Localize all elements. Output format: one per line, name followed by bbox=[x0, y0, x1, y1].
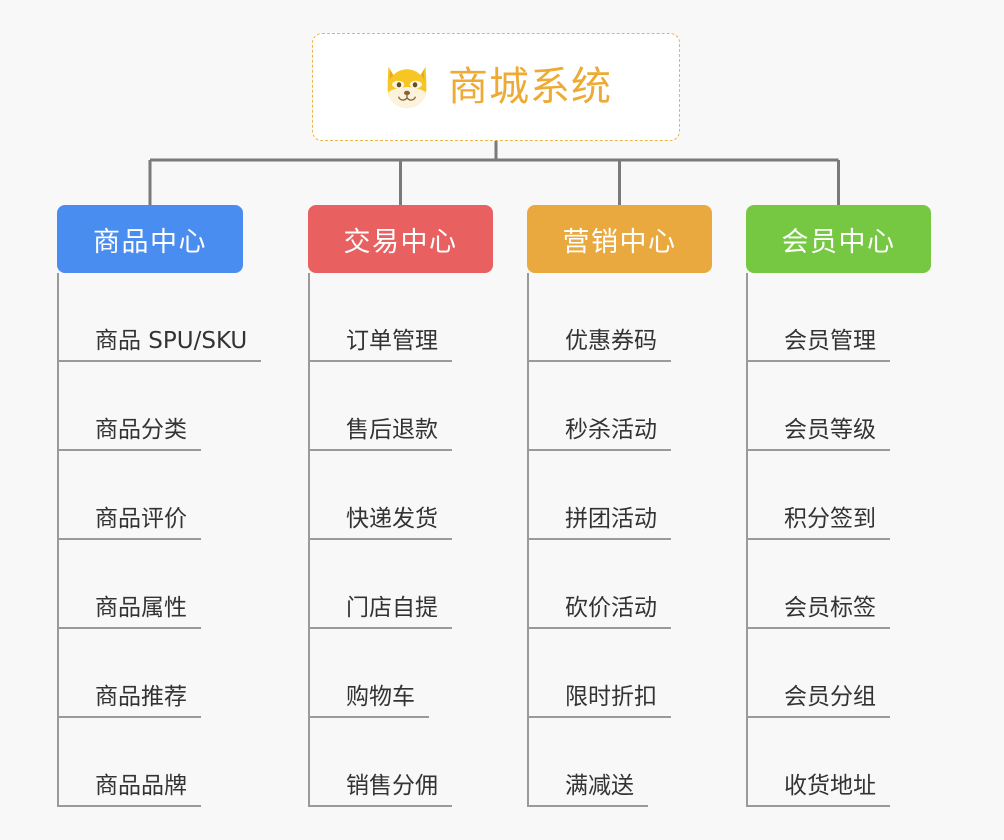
leaf-underline: 订单管理 bbox=[308, 327, 452, 362]
leaf-item[interactable]: 优惠券码 bbox=[527, 273, 712, 362]
leaf-list-trade-center: 订单管理售后退款快递发货门店自提购物车销售分佣 bbox=[308, 273, 493, 807]
leaf-label: 商品 SPU/SKU bbox=[95, 327, 248, 354]
leaf-underline: 会员管理 bbox=[746, 327, 890, 362]
leaf-label: 拼团活动 bbox=[565, 505, 657, 532]
leaf-label: 售后退款 bbox=[346, 416, 438, 443]
leaf-label: 销售分佣 bbox=[346, 772, 438, 799]
leaf-label: 门店自提 bbox=[346, 594, 438, 621]
leaf-underline: 商品评价 bbox=[57, 505, 201, 540]
branch-product-center: 商品中心商品 SPU/SKU 商品分类商品评价商品属性商品推荐商品品牌 bbox=[57, 205, 262, 807]
leaf-label: 快递发货 bbox=[346, 505, 438, 532]
leaf-label: 满减送 bbox=[565, 772, 634, 799]
branch-spine bbox=[527, 273, 529, 807]
branch-header-trade-center[interactable]: 交易中心 bbox=[308, 205, 493, 273]
leaf-label: 购物车 bbox=[346, 683, 415, 710]
leaf-item[interactable]: 售后退款 bbox=[308, 362, 493, 451]
leaf-underline: 商品分类 bbox=[57, 416, 201, 451]
leaf-label: 商品品牌 bbox=[95, 772, 187, 799]
leaf-label: 订单管理 bbox=[346, 327, 438, 354]
leaf-underline: 砍价活动 bbox=[527, 594, 671, 629]
branch-member-center: 会员中心会员管理会员等级积分签到会员标签会员分组收货地址 bbox=[746, 205, 931, 807]
leaf-item[interactable]: 销售分佣 bbox=[308, 718, 493, 807]
leaf-list-product-center: 商品 SPU/SKU 商品分类商品评价商品属性商品推荐商品品牌 bbox=[57, 273, 262, 807]
branch-header-marketing-center[interactable]: 营销中心 bbox=[527, 205, 712, 273]
leaf-label: 优惠券码 bbox=[565, 327, 657, 354]
leaf-item[interactable]: 限时折扣 bbox=[527, 629, 712, 718]
leaf-label: 积分签到 bbox=[784, 505, 876, 532]
leaf-item[interactable]: 会员标签 bbox=[746, 540, 931, 629]
leaf-label: 商品评价 bbox=[95, 505, 187, 532]
leaf-item[interactable]: 门店自提 bbox=[308, 540, 493, 629]
leaf-underline: 满减送 bbox=[527, 772, 648, 807]
leaf-item[interactable]: 购物车 bbox=[308, 629, 493, 718]
leaf-underline: 收货地址 bbox=[746, 772, 890, 807]
leaf-label: 会员标签 bbox=[784, 594, 876, 621]
leaf-item[interactable]: 商品 SPU/SKU bbox=[57, 273, 262, 362]
branch-spine bbox=[308, 273, 310, 807]
leaf-item[interactable]: 砍价活动 bbox=[527, 540, 712, 629]
leaf-underline: 限时折扣 bbox=[527, 683, 671, 718]
leaf-item[interactable]: 订单管理 bbox=[308, 273, 493, 362]
leaf-item[interactable]: 会员分组 bbox=[746, 629, 931, 718]
leaf-underline: 商品品牌 bbox=[57, 772, 201, 807]
leaf-underline: 销售分佣 bbox=[308, 772, 452, 807]
leaf-underline: 商品推荐 bbox=[57, 683, 201, 718]
leaf-item[interactable]: 商品品牌 bbox=[57, 718, 243, 807]
leaf-item[interactable]: 会员管理 bbox=[746, 273, 931, 362]
branch-header-label: 交易中心 bbox=[343, 226, 458, 258]
branch-trade-center: 交易中心订单管理售后退款快递发货门店自提购物车销售分佣 bbox=[308, 205, 493, 807]
leaf-item[interactable]: 商品推荐 bbox=[57, 629, 243, 718]
leaf-item[interactable]: 满减送 bbox=[527, 718, 712, 807]
root-node[interactable]: 商城系统 bbox=[312, 33, 680, 141]
leaf-label: 会员分组 bbox=[784, 683, 876, 710]
leaf-item[interactable]: 积分签到 bbox=[746, 451, 931, 540]
branch-header-label: 会员中心 bbox=[781, 226, 896, 258]
leaf-label: 商品推荐 bbox=[95, 683, 187, 710]
leaf-label: 会员管理 bbox=[784, 327, 876, 354]
leaf-label: 砍价活动 bbox=[565, 594, 657, 621]
leaf-label: 商品属性 bbox=[95, 594, 187, 621]
branch-header-member-center[interactable]: 会员中心 bbox=[746, 205, 931, 273]
leaf-underline: 会员等级 bbox=[746, 416, 890, 451]
branch-marketing-center: 营销中心优惠券码秒杀活动拼团活动砍价活动限时折扣满减送 bbox=[527, 205, 712, 807]
branch-header-product-center[interactable]: 商品中心 bbox=[57, 205, 243, 273]
branch-body-product-center: 商品 SPU/SKU 商品分类商品评价商品属性商品推荐商品品牌 bbox=[57, 273, 262, 807]
leaf-item[interactable]: 秒杀活动 bbox=[527, 362, 712, 451]
leaf-underline: 商品 SPU/SKU bbox=[57, 327, 262, 362]
leaf-underline: 会员分组 bbox=[746, 683, 890, 718]
branch-header-label: 营销中心 bbox=[562, 226, 677, 258]
leaf-label: 商品分类 bbox=[95, 416, 187, 443]
leaf-underline: 优惠券码 bbox=[527, 327, 671, 362]
leaf-label: 收货地址 bbox=[784, 772, 876, 799]
branch-body-marketing-center: 优惠券码秒杀活动拼团活动砍价活动限时折扣满减送 bbox=[527, 273, 712, 807]
leaf-underline: 会员标签 bbox=[746, 594, 890, 629]
root-label: 商城系统 bbox=[448, 64, 612, 110]
leaf-list-marketing-center: 优惠券码秒杀活动拼团活动砍价活动限时折扣满减送 bbox=[527, 273, 712, 807]
leaf-underline: 门店自提 bbox=[308, 594, 452, 629]
leaf-item[interactable]: 商品评价 bbox=[57, 451, 243, 540]
leaf-label: 秒杀活动 bbox=[565, 416, 657, 443]
leaf-item[interactable]: 拼团活动 bbox=[527, 451, 712, 540]
leaf-underline: 拼团活动 bbox=[527, 505, 671, 540]
branch-body-trade-center: 订单管理售后退款快递发货门店自提购物车销售分佣 bbox=[308, 273, 493, 807]
leaf-list-member-center: 会员管理会员等级积分签到会员标签会员分组收货地址 bbox=[746, 273, 931, 807]
leaf-underline: 商品属性 bbox=[57, 594, 201, 629]
leaf-label: 限时折扣 bbox=[565, 683, 657, 710]
leaf-item[interactable]: 商品分类 bbox=[57, 362, 243, 451]
branch-body-member-center: 会员管理会员等级积分签到会员标签会员分组收货地址 bbox=[746, 273, 931, 807]
leaf-item[interactable]: 会员等级 bbox=[746, 362, 931, 451]
leaf-item[interactable]: 商品属性 bbox=[57, 540, 243, 629]
branch-spine bbox=[57, 273, 59, 807]
branch-header-label: 商品中心 bbox=[93, 226, 207, 258]
branch-spine bbox=[746, 273, 748, 807]
leaf-underline: 购物车 bbox=[308, 683, 429, 718]
leaf-underline: 快递发货 bbox=[308, 505, 452, 540]
leaf-underline: 秒杀活动 bbox=[527, 416, 671, 451]
leaf-underline: 售后退款 bbox=[308, 416, 452, 451]
leaf-item[interactable]: 快递发货 bbox=[308, 451, 493, 540]
leaf-underline: 积分签到 bbox=[746, 505, 890, 540]
shiba-dog-face-icon bbox=[387, 66, 427, 109]
leaf-label: 会员等级 bbox=[784, 416, 876, 443]
leaf-item[interactable]: 收货地址 bbox=[746, 718, 931, 807]
